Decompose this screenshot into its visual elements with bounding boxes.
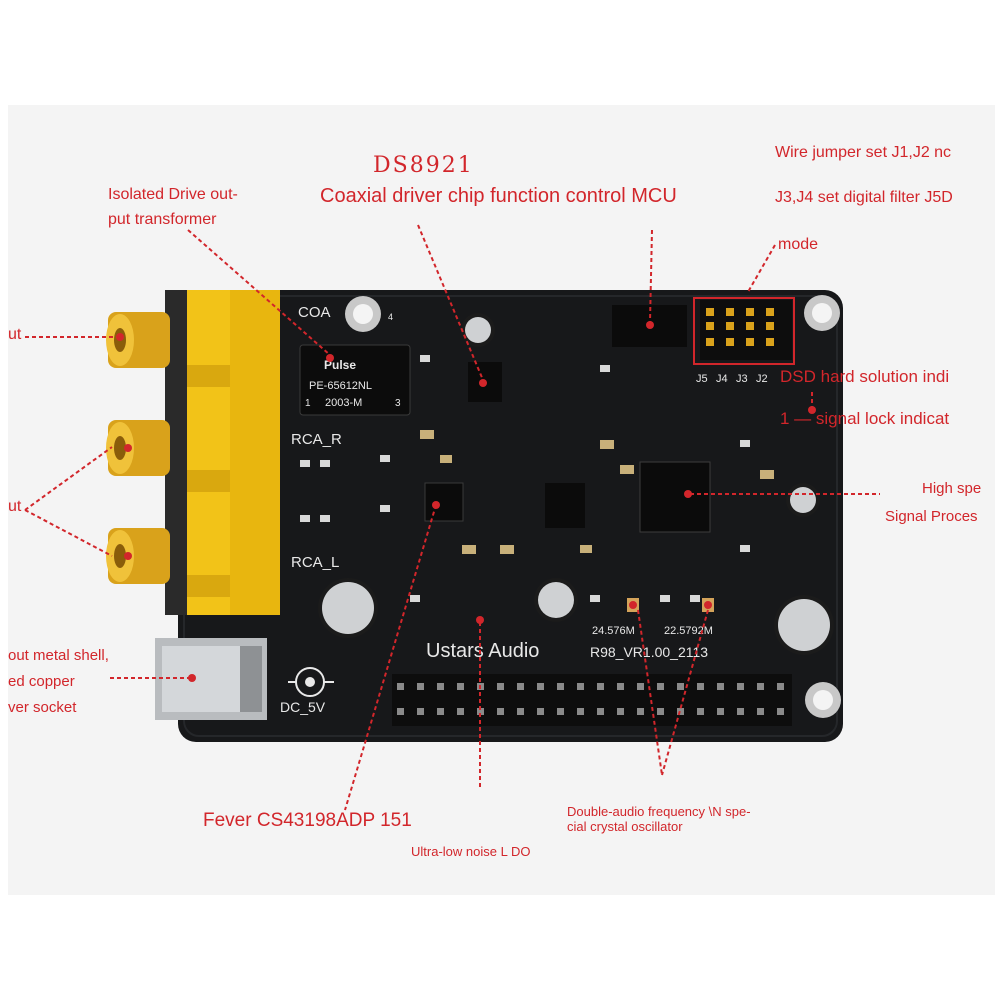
label-jumper-line3: mode <box>778 236 819 253</box>
label-signal-lock: 1 — signal lock indicat <box>780 409 950 428</box>
silk-j3: J3 <box>736 373 748 385</box>
silk-pulse-pin1: 1 <box>305 398 311 409</box>
silk-j4: J4 <box>716 373 728 385</box>
rca-connectors <box>106 312 170 584</box>
label-jumper-line2: J3,J4 set digital filter J5D <box>775 189 953 206</box>
processor-chip <box>639 461 711 533</box>
silk-rca-l: RCA_L <box>291 554 339 571</box>
label-crystal-line2: cial crystal oscillator <box>567 819 683 834</box>
label-transformer-line1: Isolated Drive out- <box>108 186 238 203</box>
dc-polarity-symbol <box>288 667 334 697</box>
label-transformer-line2: put transformer <box>108 211 217 228</box>
silk-j2: J2 <box>756 373 768 385</box>
label-high-speed: High spe <box>922 480 982 497</box>
label-dsd: DSD hard solution indi <box>780 367 950 386</box>
label-out-mid: ut <box>8 498 22 515</box>
label-power-line3: ver socket <box>8 699 77 716</box>
label-signal-process: Signal Proces <box>885 508 978 525</box>
gpio-pin-header <box>392 674 792 726</box>
silkscreen-text: COA RCA_R RCA_L DC_5V Ustars Audio R98_V… <box>280 304 768 715</box>
silk-pin4: 4 <box>388 312 393 322</box>
annotation-dots <box>116 321 816 682</box>
silk-brand: Ustars Audio <box>426 640 539 662</box>
silk-dc-5v: DC_5V <box>280 699 326 715</box>
silk-pulse-date: 2003-M <box>325 397 362 409</box>
label-power-line2: ed copper <box>8 673 75 690</box>
label-crystal-line1: Double-audio frequency \N spe- <box>567 804 751 819</box>
label-ldo: Ultra-low noise L DO <box>411 844 531 859</box>
label-mcu: Coaxial driver chip function control MCU <box>320 185 677 207</box>
dac-chip <box>424 482 464 522</box>
label-out-top: ut <box>8 326 22 343</box>
dc-power-socket <box>155 638 267 720</box>
label-jumper-line1: Wire jumper set J1,J2 nc <box>775 144 952 161</box>
silk-xtal2: 22.5792M <box>664 625 713 637</box>
silk-version: R98_VR1.00_2113 <box>590 644 708 660</box>
center-chip <box>545 483 585 528</box>
silk-xtal1: 24.576M <box>592 625 635 637</box>
silk-rca-r: RCA_R <box>291 431 342 448</box>
annotation-leaders <box>24 224 880 811</box>
pulse-transformer <box>299 344 411 416</box>
label-power-line1: out metal shell, <box>8 647 109 664</box>
jumper-header <box>693 297 795 365</box>
silk-pulse-pin3: 3 <box>395 398 401 409</box>
silk-j5: J5 <box>696 373 708 385</box>
label-fever-dac: Fever CS43198ADP 151 <box>203 810 412 831</box>
mounting-holes <box>345 295 841 718</box>
silk-pulse-part: PE-65612NL <box>309 380 372 392</box>
smd-capacitors <box>420 430 774 554</box>
rca-housing <box>165 290 280 615</box>
label-ds8921: DS8921 <box>373 153 474 178</box>
electrolytic-capacitors <box>318 313 834 655</box>
silk-coa: COA <box>298 304 331 321</box>
silk-pulse-brand: Pulse <box>324 358 356 372</box>
smd-resistors <box>300 355 750 602</box>
